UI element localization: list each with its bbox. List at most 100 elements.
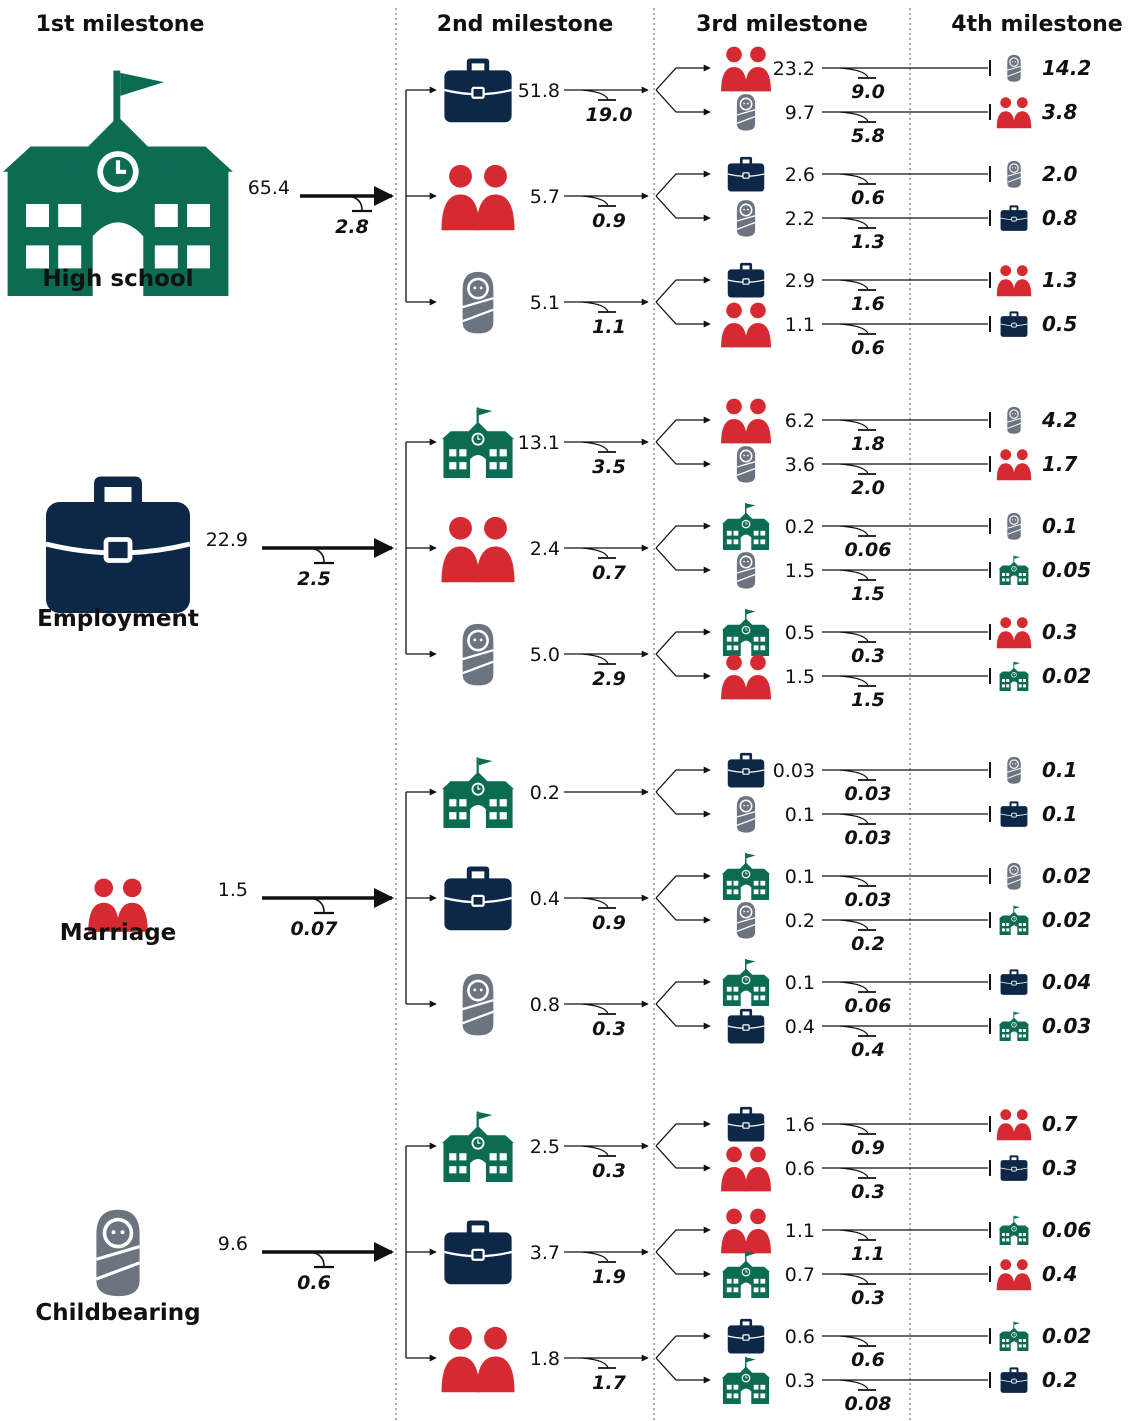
header-4th-milestone: 4th milestone [951,12,1122,37]
milestone-value: 51.8 [518,80,560,102]
dropout-value: 0.03 [845,889,892,911]
briefcase-icon [444,1220,512,1285]
couple-icon [721,1208,771,1254]
final-value: 0.7 [1042,1112,1078,1136]
couple-icon [441,516,515,583]
couple-icon [996,97,1032,129]
final-value: 1.3 [1042,268,1077,292]
dropout-value: 0.6 [297,1272,331,1294]
school-icon [722,852,770,900]
school-icon [442,407,514,478]
couple-icon [996,1259,1032,1291]
baby-icon [462,623,494,686]
school-icon [722,958,770,1006]
dropout-value: 0.9 [592,912,626,934]
dropout-curve [581,897,609,909]
school-icon [999,905,1029,935]
fork-line [655,416,711,443]
final-value: 0.02 [1042,664,1091,688]
fork-line [655,170,711,197]
dropout-curve [839,217,869,229]
couple-icon [996,617,1032,649]
milestone-value: 0.03 [773,760,815,782]
baby-icon [1007,54,1021,82]
fork-line [655,978,711,1005]
dropout-curve [581,195,609,207]
school-icon [722,1356,770,1404]
fork-line [655,653,711,680]
fork-line [655,1357,711,1384]
dropout-value: 0.3 [851,1287,885,1309]
briefcase-icon [727,1318,765,1354]
dropout-curve [581,547,609,559]
school-icon [442,757,514,828]
final-value: 0.04 [1042,970,1091,994]
dropout-value: 1.1 [592,316,626,338]
school-icon [722,1250,770,1298]
fork-line [655,195,711,222]
baby-icon [1007,512,1021,540]
school-icon [999,1011,1029,1041]
dropout-value: 2.5 [297,568,331,590]
dropout-curve [581,1145,609,1157]
couple-icon [721,1146,771,1192]
milestone-value: 0.8 [530,994,560,1016]
dropout-value: 1.8 [851,433,885,455]
dropout-curve [839,419,869,431]
briefcase-icon [1000,801,1028,827]
dropout-value: 1.1 [851,1243,885,1265]
dropout-curve [839,675,869,687]
dropout-value: 19.0 [586,104,633,126]
milestone-value: 23.2 [773,58,815,80]
baby-icon [736,200,756,237]
dropout-value: 1.9 [592,1266,626,1288]
final-value: 1.7 [1042,452,1078,476]
couple-icon [441,1326,515,1393]
briefcase-icon [444,58,512,123]
dropout-curve [839,279,869,291]
milestone-value: 0.1 [785,804,815,826]
milestone-value: 1.1 [785,314,815,336]
fork-line [655,872,711,899]
briefcase-icon [727,1008,765,1044]
milestone-value: 1.1 [785,1220,815,1242]
category-label: High school [42,266,193,292]
dropout-curve [581,1357,609,1369]
dropout-value: 9.0 [851,81,885,103]
dropout-value: 0.9 [592,210,626,232]
milestone-value: 0.6 [785,1158,815,1180]
dropout-curve [309,1251,325,1267]
school-icon [722,502,770,550]
milestone-value: 6.2 [785,410,815,432]
final-value: 0.1 [1042,802,1077,826]
dropout-value: 0.9 [851,1137,885,1159]
dropout-value: 0.07 [291,918,339,940]
final-value: 0.02 [1042,864,1091,888]
briefcase-icon [1000,205,1028,231]
fork-line [655,1003,711,1030]
baby-icon [736,94,756,131]
fork-line [655,1226,711,1253]
fork-line [655,522,711,549]
fork-line [655,276,711,303]
dropout-curve [839,919,869,931]
milestone-value: 2.5 [530,1136,560,1158]
baby-icon [736,796,756,833]
dropout-curve [839,875,869,887]
fork-line [655,89,711,116]
final-value: 0.02 [1042,908,1091,932]
milestone-value: 2.2 [785,208,815,230]
dropout-curve [309,547,325,563]
milestone-value: 0.1 [785,972,815,994]
category-label: Employment [37,606,199,632]
briefcase-icon [727,752,765,788]
fork-line [655,897,711,924]
couple-icon [721,302,771,348]
fork-line [655,301,711,328]
couple-icon [721,398,771,444]
dropout-value: 1.6 [851,293,885,315]
dropout-value: 2.9 [592,668,626,690]
milestone-value: 9.6 [218,1233,248,1255]
dropout-curve [581,1003,609,1015]
briefcase-icon [1000,1155,1028,1181]
